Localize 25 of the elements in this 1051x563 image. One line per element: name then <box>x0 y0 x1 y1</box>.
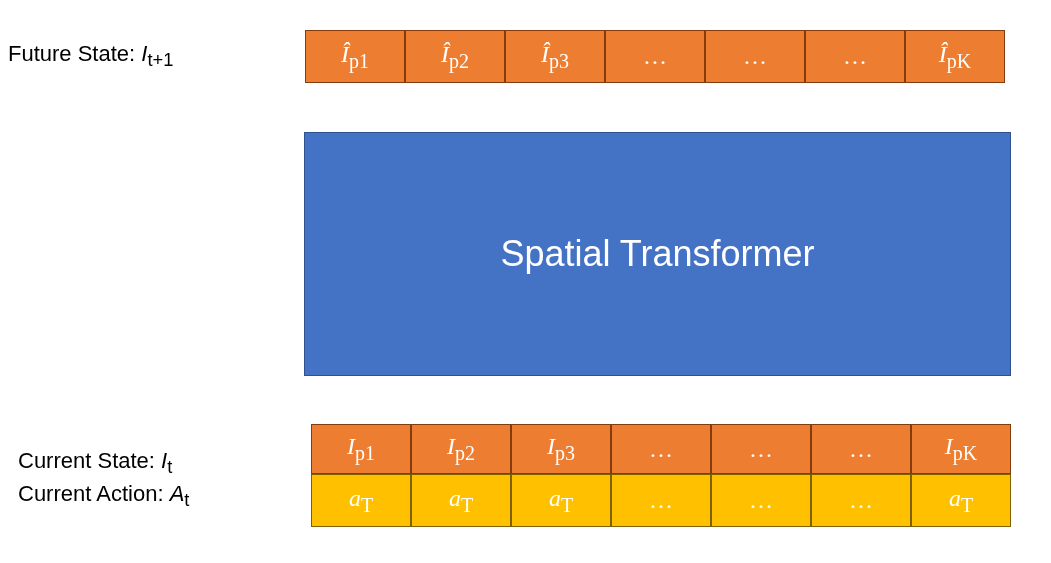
row-label: Current Action: A$_{t}$ <box>18 481 190 512</box>
patch-token-box: Î$_{p3}$ <box>505 30 605 83</box>
action-token-box: a$_{T}$ <box>911 474 1011 527</box>
action-token-box: a$_{T}$ <box>511 474 611 527</box>
patch-token-box: … <box>611 424 711 474</box>
action-token-box: … <box>711 474 811 527</box>
patch-token-box: … <box>605 30 705 83</box>
patch-token-box: Î$_{p1}$ <box>305 30 405 83</box>
patch-token-box: I$_{p2}$ <box>411 424 511 474</box>
patch-token-box: Î$_{p2}$ <box>405 30 505 83</box>
action-token-box: … <box>611 474 711 527</box>
patch-token-box: I$_{pK}$ <box>911 424 1011 474</box>
action-token-box: a$_{T}$ <box>311 474 411 527</box>
patch-token-box: Î$_{pK}$ <box>905 30 1005 83</box>
patch-token-box: … <box>811 424 911 474</box>
patch-token-box: … <box>711 424 811 474</box>
patch-token-box: I$_{p1}$ <box>311 424 411 474</box>
action-token-box: a$_{T}$ <box>411 474 511 527</box>
action-token-box: … <box>811 474 911 527</box>
patch-token-box: … <box>705 30 805 83</box>
row-label: Future State: I$_{t+1}$ <box>8 41 174 72</box>
transformer-block: Spatial Transformer <box>304 132 1011 376</box>
patch-token-box: I$_{p3}$ <box>511 424 611 474</box>
row-label: Current State: I$_{t}$ <box>18 448 173 479</box>
patch-token-box: … <box>805 30 905 83</box>
